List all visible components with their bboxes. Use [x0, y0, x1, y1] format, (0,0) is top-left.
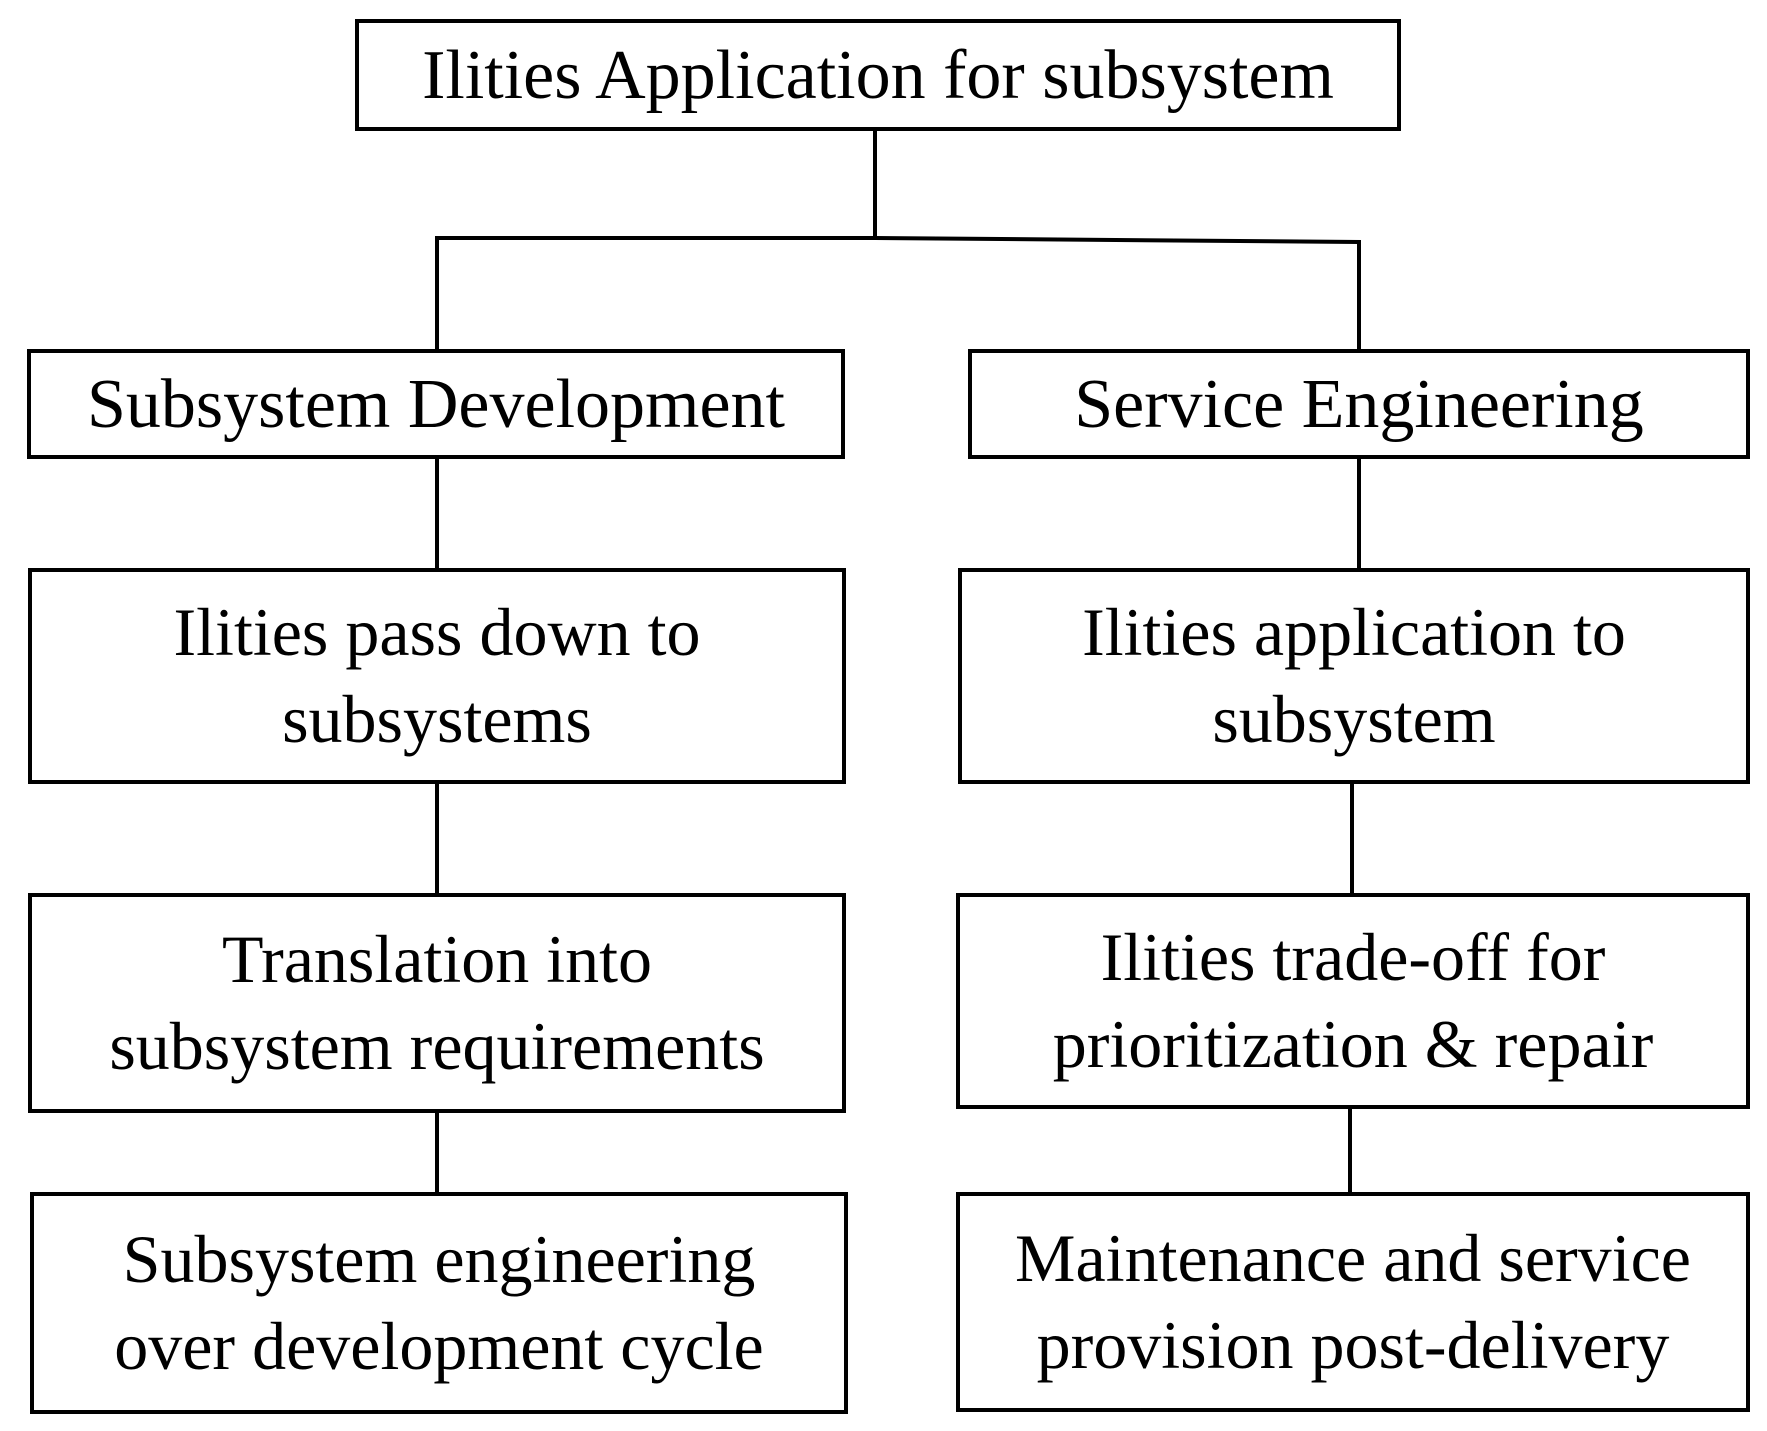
left-step-label-2: Translation into subsystem requirements	[109, 921, 765, 1084]
connector-bus	[435, 236, 1361, 349]
right-step-node-1: Ilities application to subsystem	[958, 568, 1750, 784]
left-step-label-3: Subsystem engineering over development c…	[114, 1221, 764, 1384]
subsystem-development-label: Subsystem Development	[87, 365, 785, 443]
root-node: Ilities Application for subsystem	[355, 19, 1401, 131]
right-step-label-1: Ilities application to subsystem	[1082, 594, 1626, 757]
service-engineering-node: Service Engineering	[968, 349, 1750, 459]
left-step-node-1: Ilities pass down to subsystems	[28, 568, 846, 784]
right-step-node-3: Maintenance and service provision post-d…	[956, 1192, 1750, 1412]
left-step-node-2: Translation into subsystem requirements	[28, 893, 846, 1113]
right-step-node-2: Ilities trade-off for prioritization & r…	[956, 893, 1750, 1109]
root-node-label: Ilities Application for subsystem	[422, 36, 1334, 114]
left-step-label-1: Ilities pass down to subsystems	[173, 594, 701, 757]
service-engineering-label: Service Engineering	[1074, 365, 1644, 443]
right-step-label-3: Maintenance and service provision post-d…	[1015, 1220, 1691, 1383]
subsystem-development-node: Subsystem Development	[27, 349, 845, 459]
right-step-label-2: Ilities trade-off for prioritization & r…	[1052, 919, 1654, 1082]
left-step-node-3: Subsystem engineering over development c…	[30, 1192, 848, 1414]
